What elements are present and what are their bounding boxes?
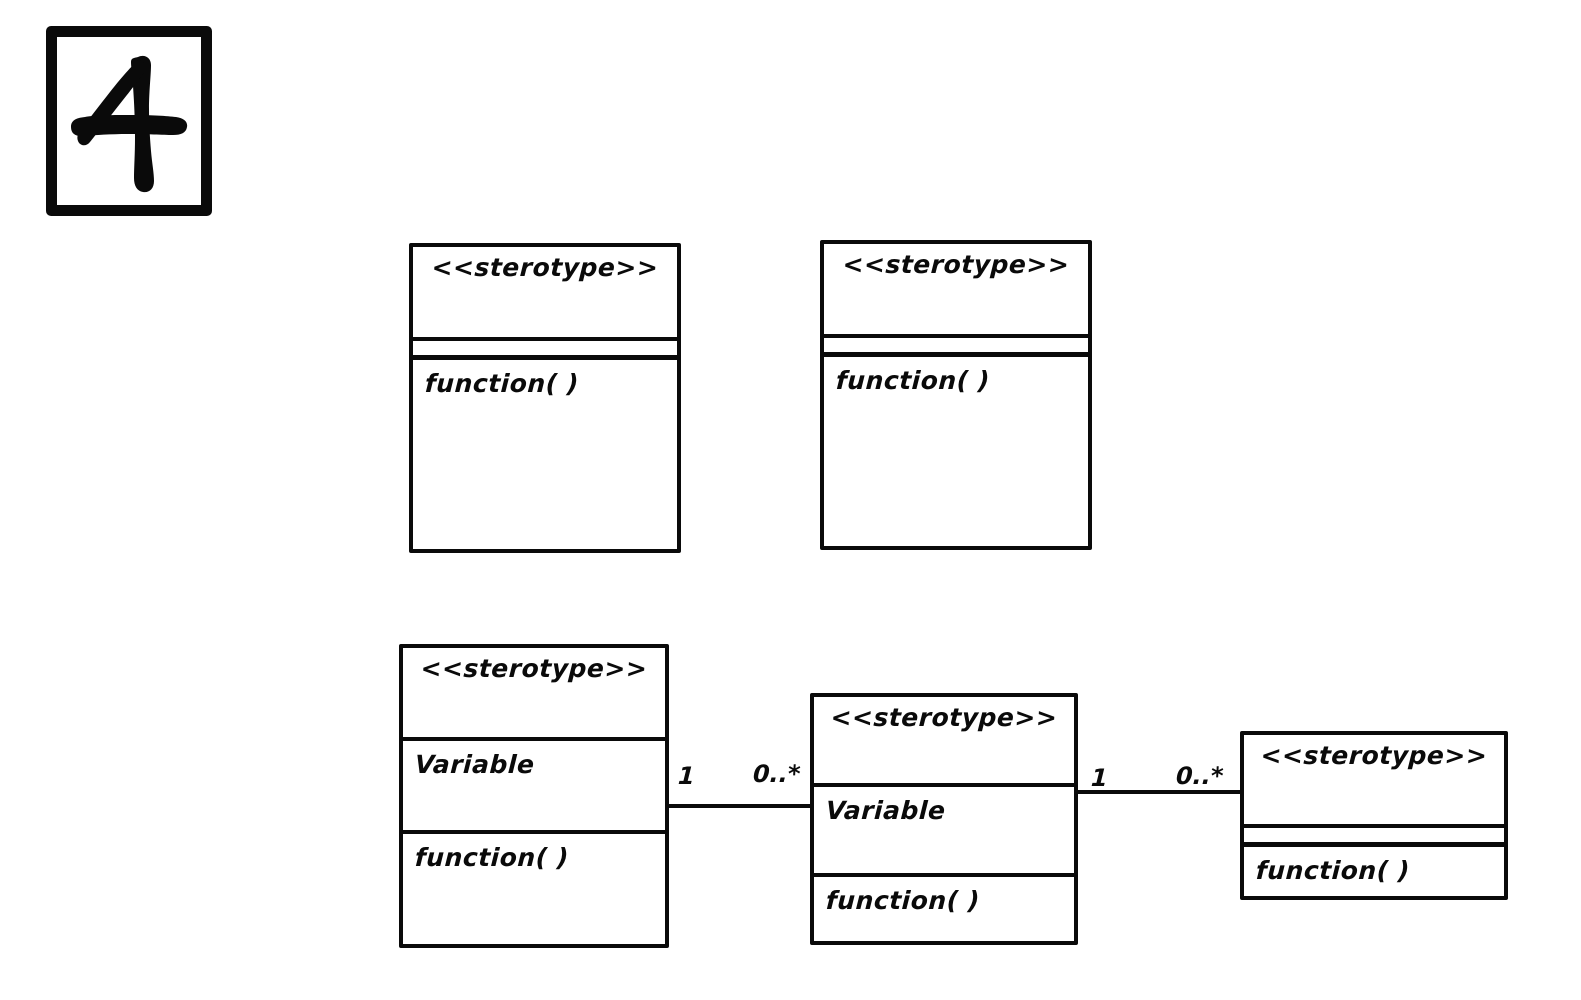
class-stereotype-compartment: <<sterotype>> [403,648,665,737]
class-stereotype-label: <<sterotype>> [1259,741,1489,770]
handwritten-four-icon [71,55,188,193]
class-operation-label: function( ) [1255,856,1411,885]
class-operations-compartment: function( ) [824,352,1088,542]
uml-class-box[interactable]: <<sterotype>> function( ) [820,240,1092,550]
class-stereotype-compartment: <<sterotype>> [413,247,677,337]
class-operations-compartment: function( ) [1244,842,1504,896]
class-stereotype-compartment: <<sterotype>> [824,244,1088,334]
class-attribute-label: Variable [825,796,947,825]
class-stereotype-label: <<sterotype>> [841,250,1071,279]
class-operations-compartment: function( ) [814,873,1074,941]
class-stereotype-compartment: <<sterotype>> [1244,735,1504,824]
class-stereotype-label: <<sterotype>> [829,703,1059,732]
association-source-multiplicity: 1 [677,762,696,790]
class-operations-compartment: function( ) [413,355,677,545]
class-attributes-compartment [1244,824,1504,842]
class-attributes-compartment: Variable [814,783,1074,873]
class-attributes-compartment [824,334,1088,352]
uml-class-box[interactable]: <<sterotype>> function( ) [409,243,681,553]
class-operations-compartment: function( ) [403,830,665,944]
class-stereotype-label: <<sterotype>> [419,654,649,683]
association-target-multiplicity: 0..* [752,760,802,788]
class-attributes-compartment [413,337,677,355]
class-attribute-label: Variable [414,750,536,779]
association-line[interactable] [669,804,812,808]
uml-class-box[interactable]: <<sterotype>> function( ) [1240,731,1508,900]
association-target-multiplicity: 0..* [1175,762,1225,790]
association-source-multiplicity: 1 [1090,764,1109,792]
class-stereotype-label: <<sterotype>> [430,253,660,282]
class-operation-label: function( ) [825,886,981,915]
class-operation-label: function( ) [835,366,991,395]
class-attributes-compartment: Variable [403,737,665,830]
uml-class-box[interactable]: <<sterotype>> Variable function( ) [810,693,1078,945]
class-operation-label: function( ) [424,369,580,398]
association-line[interactable] [1076,790,1242,794]
class-stereotype-compartment: <<sterotype>> [814,697,1074,783]
class-operation-label: function( ) [414,843,570,872]
page-number-badge [46,26,212,216]
uml-class-box[interactable]: <<sterotype>> Variable function( ) [399,644,669,948]
